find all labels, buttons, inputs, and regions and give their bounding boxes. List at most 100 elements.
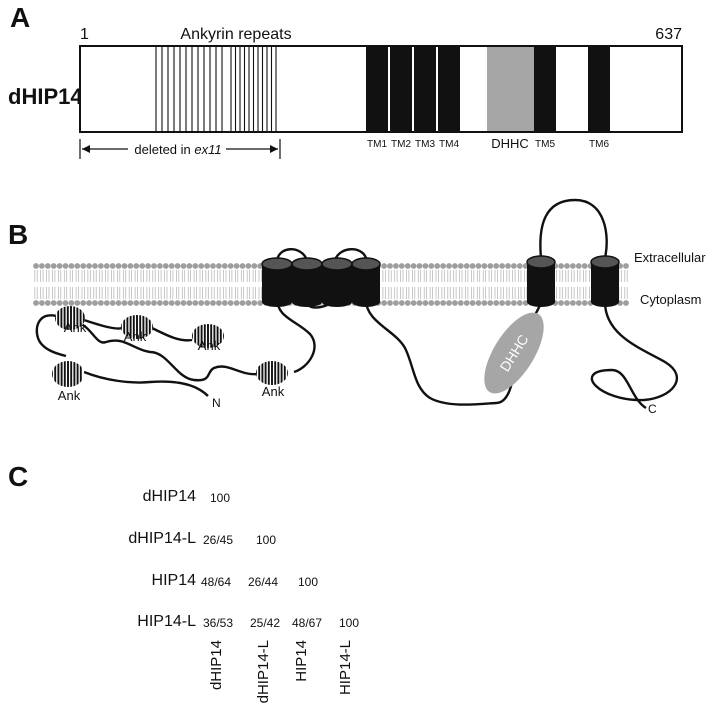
lipid-head — [404, 263, 411, 269]
lipid-head — [216, 263, 222, 269]
lipid-head — [575, 300, 582, 306]
lipid-head — [180, 300, 187, 306]
lipid-head — [151, 263, 157, 269]
ank-label-5: Ank — [262, 384, 285, 399]
lipid-head — [452, 300, 458, 306]
cell-r3-c2: 26/44 — [248, 575, 278, 589]
dhhc-label-a: DHHC — [491, 136, 529, 151]
sequence-start-label: 1 — [80, 26, 89, 43]
lipid-head — [245, 263, 252, 269]
extracellular-loop-2 — [333, 248, 368, 261]
lipid-head — [162, 300, 169, 306]
lipid-head — [463, 300, 470, 306]
tm4-label: TM4 — [439, 139, 459, 150]
col-label-dhip14-l: dHIP14-L — [255, 640, 272, 703]
helix-tm3 — [321, 257, 353, 307]
lipid-head — [109, 300, 116, 306]
lipid-head — [446, 300, 452, 306]
lipid-head — [86, 263, 92, 269]
lipid-head — [157, 263, 163, 269]
lipid-head — [145, 263, 152, 269]
lipid-head — [204, 300, 211, 306]
lipid-head — [257, 300, 264, 306]
lipid-head — [127, 300, 134, 306]
tm6-label: TM6 — [589, 139, 609, 150]
lipid-head — [251, 263, 258, 269]
tm-helices — [261, 255, 620, 307]
lipid-head — [463, 263, 470, 269]
cell-r3-c1: 48/64 — [201, 575, 231, 589]
lipid-head — [68, 263, 75, 269]
lipid-head — [168, 263, 175, 269]
lipid-head — [516, 300, 523, 306]
protein-name-label: dHIP14 — [8, 84, 83, 109]
lipid-head — [98, 263, 104, 269]
lipid-head — [623, 300, 629, 306]
panel-a: A 1 637 Ankyrin repeats dHIP14 TM1 TM2 T… — [8, 2, 683, 159]
lipid-head — [62, 263, 69, 269]
lipid-head — [410, 300, 417, 306]
lipid-head — [428, 263, 435, 269]
ankyrin-linker-1 — [55, 314, 259, 382]
deletion-right-arrowhead — [270, 145, 278, 153]
ankyrin-repeat-3 — [121, 315, 153, 339]
lipid-head — [440, 300, 446, 306]
lipid-head — [499, 263, 505, 269]
ankyrin-repeats — [52, 306, 288, 387]
sequence-end-label: 637 — [655, 26, 682, 43]
tm1-block — [366, 47, 388, 131]
tm3-label: TM3 — [415, 139, 435, 150]
lipid-head — [398, 300, 405, 306]
tm1-label: TM1 — [367, 139, 387, 150]
lipid-head — [410, 263, 417, 269]
c-terminus-label: C — [648, 402, 657, 416]
lipid-head — [68, 300, 75, 306]
lipid-head — [564, 300, 570, 306]
lipid-head — [92, 263, 98, 269]
ankyrin-stripes — [155, 47, 277, 131]
lipid-head — [416, 263, 423, 269]
lipid-head — [210, 263, 216, 269]
lipid-head — [227, 300, 234, 306]
lipid-head — [162, 263, 169, 269]
lipid-head — [186, 263, 193, 269]
cytoplasm-label: Cytoplasm — [640, 292, 701, 307]
panel-c-letter: C — [8, 461, 28, 492]
helix-tm6 — [590, 255, 620, 307]
col-label-dhip14: dHIP14 — [208, 640, 225, 690]
lipid-head — [56, 263, 63, 269]
col-label-hip14-l: HIP14-L — [337, 640, 354, 695]
row-label-dhip14: dHIP14 — [143, 488, 196, 505]
lipid-head — [487, 263, 494, 269]
lipid-head — [80, 263, 87, 269]
ank-label-4: Ank — [198, 338, 221, 353]
lipid-head — [133, 263, 140, 269]
lipid-head — [145, 300, 152, 306]
lipid-head — [381, 300, 387, 306]
lipid-head — [39, 263, 45, 269]
cytoplasmic-loop-to-dhhc — [364, 299, 516, 406]
lipid-head — [44, 263, 51, 269]
ankyrin-repeats-label: Ankyrin repeats — [180, 26, 291, 43]
ank-label-1: Ank — [64, 320, 87, 335]
tm2-block — [390, 47, 412, 131]
cell-r4-c2: 25/42 — [250, 616, 280, 630]
tm4-block — [438, 47, 460, 131]
lipid-head — [393, 263, 399, 269]
helix-tm5 — [526, 255, 556, 307]
lipid-head — [227, 263, 234, 269]
lipid-head — [570, 300, 576, 306]
extracellular-label: Extracellular — [634, 250, 706, 265]
lipid-head — [62, 300, 69, 306]
cell-r4-c3: 48/67 — [292, 616, 322, 630]
ankyrin-linker-2 — [83, 318, 123, 330]
lipid-head — [558, 263, 564, 269]
lipid-head — [180, 263, 187, 269]
lipid-head — [440, 263, 446, 269]
panel-a-letter: A — [10, 2, 30, 33]
row-label-hip14-l: HIP14-L — [137, 613, 196, 630]
n-terminal-tail — [83, 370, 209, 397]
lipid-head — [216, 300, 222, 306]
lipid-head — [44, 300, 51, 306]
